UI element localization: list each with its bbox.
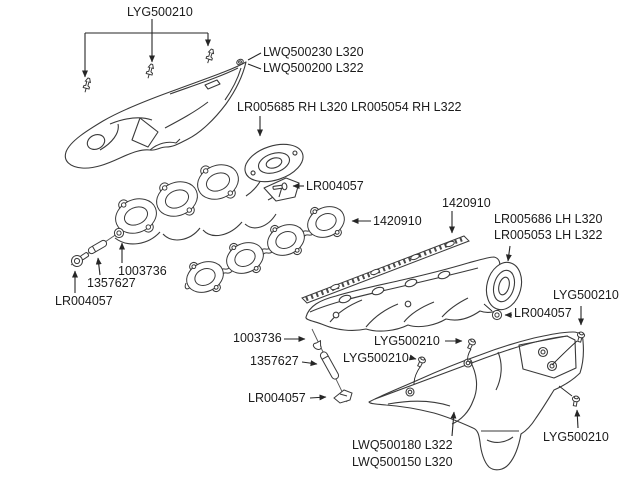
rh-shield-clips-drawing [81, 47, 244, 94]
lyg-bolt-mid-upper-drawing [465, 337, 477, 351]
lyg-bolt-mid-lower-drawing [415, 355, 427, 369]
label-lyg500210-mid-upper: LYG500210 [374, 334, 440, 348]
mid-fasteners-drawing [312, 339, 353, 404]
label-lr004057-right: LR004057 [514, 306, 572, 320]
label-lwq500200-l322: LWQ500200 L322 [263, 61, 364, 75]
left-fasteners-drawing [71, 227, 125, 267]
leader-lines [72, 19, 584, 437]
rh-heat-shield-drawing [64, 61, 247, 169]
label-lyg500210-clips: LYG500210 [127, 5, 193, 19]
label-lwq500230-l320: LWQ500230 L320 [263, 45, 364, 59]
label-1357627-mid: 1357627 [250, 354, 299, 368]
lh-outlet-flange-drawing [485, 261, 523, 311]
label-lr004057-rh: LR004057 [306, 179, 364, 193]
label-lwq500180-l322: LWQ500180 L322 [352, 438, 453, 452]
lh-manifold-drawing [305, 256, 523, 332]
left-nut-drawing [113, 227, 125, 239]
label-1420910-rh-gasket: 1420910 [373, 214, 422, 228]
mid-cap-nut-drawing [312, 339, 322, 351]
label-1420910-lh-gasket: 1420910 [442, 196, 491, 210]
rh-locating-bolt-drawing [272, 182, 288, 191]
label-lr005686-lh-l320: LR005686 LH L320 [494, 212, 603, 226]
lh-gasket-strip-drawing [301, 235, 470, 304]
label-1003736-mid: 1003736 [233, 331, 282, 345]
lr004057-right-nut-drawing [491, 309, 503, 321]
rh-outlet-flange-drawing [244, 143, 304, 183]
label-lr004057-left: LR004057 [55, 294, 113, 308]
label-lyg500210-bottom: LYG500210 [543, 430, 609, 444]
label-lyg500210-right: LYG500210 [553, 288, 619, 302]
assembly-axis-lines [70, 218, 348, 403]
lyg-bolt-bottom-drawing [570, 395, 581, 408]
rh-shield-tip-bolt-drawing [236, 58, 244, 66]
left-bolt-drawing [71, 252, 90, 267]
label-lyg500210-mid-lower: LYG500210 [343, 351, 409, 365]
mid-clamp-drawing [333, 389, 353, 404]
label-1357627-left: 1357627 [87, 276, 136, 290]
rh-gasket-drawing [179, 197, 352, 302]
label-lr004057-mid: LR004057 [248, 391, 306, 405]
rh-manifold-drawing [108, 143, 304, 245]
label-1003736-left: 1003736 [118, 264, 167, 278]
label-lr005685-rh-manifold: LR005685 RH L320 LR005054 RH L322 [237, 100, 462, 114]
label-lwq500150-l320: LWQ500150 L320 [352, 455, 453, 469]
label-lr005053-lh-l322: LR005053 LH L322 [494, 228, 603, 242]
left-stud-drawing [87, 239, 108, 255]
mid-stud-drawing [319, 351, 340, 380]
